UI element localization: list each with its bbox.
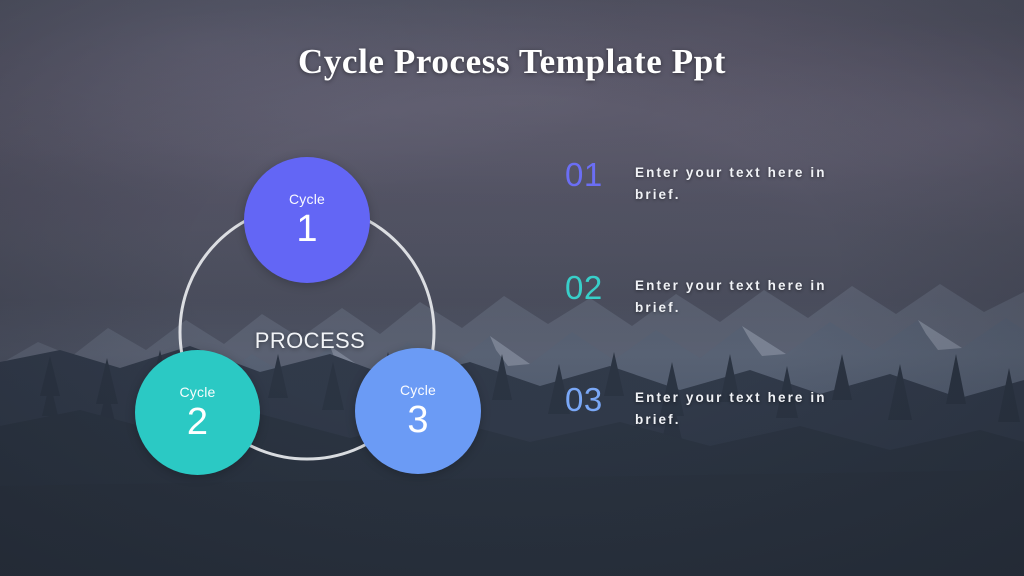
cycle-node-1-label: Cycle (288, 191, 325, 207)
list-item-number-02: 02 (565, 268, 603, 306)
list-item-text-01: Enter your text here in brief. (635, 165, 827, 203)
cycle-node-2-number: 2 (186, 400, 209, 443)
list-item[interactable]: 01 Enter your text here in brief. (565, 158, 965, 207)
list-item-text-03: Enter your text here in brief. (635, 390, 827, 428)
cycle-node-2-label: Cycle (179, 383, 216, 400)
page-title: Cycle Process Template Ppt (297, 42, 727, 81)
list-item-number-03: 03 (565, 381, 603, 419)
diagram-center-label: PROCESS (254, 328, 366, 353)
list-item[interactable]: 02 Enter your text here in brief. (565, 271, 965, 320)
cycle-node-2[interactable]: Cycle 2 (135, 350, 260, 475)
list-item-text-02: Enter your text here in brief. (635, 277, 827, 315)
content-list: 01 Enter your text here in brief. 02 Ent… (565, 158, 965, 496)
cycle-diagram: Cycle 1 Cycle 2 Cycle 3 PROCESS (110, 140, 510, 500)
list-item-number-01: 01 (565, 156, 603, 193)
cycle-node-3[interactable]: Cycle 3 (355, 348, 481, 474)
cycle-node-3-number: 3 (407, 399, 429, 441)
list-item[interactable]: 03 Enter your text here in brief. (565, 383, 965, 432)
cycle-node-3-label: Cycle (399, 382, 436, 398)
cycle-node-1[interactable]: Cycle 1 (244, 157, 370, 283)
cycle-node-1-number: 1 (296, 208, 318, 250)
